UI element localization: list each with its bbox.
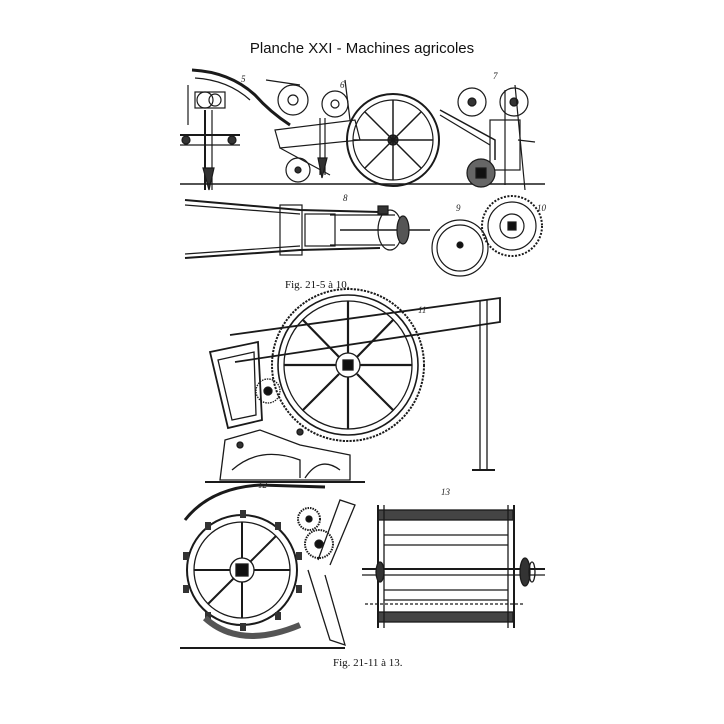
figure-6-drawing — [180, 79, 545, 187]
caption-figures-5-10: Fig. 21-5 à 10. — [285, 279, 350, 291]
figure-9-number: 9 — [456, 203, 461, 213]
figure-12-drawing — [180, 483, 356, 649]
figure-7-number: 7 — [493, 71, 498, 81]
figure-8-drawing — [184, 199, 430, 259]
figure-10-drawing — [481, 195, 543, 257]
figure-11-number: 11 — [418, 305, 426, 315]
figure-10-number: 10 — [537, 203, 547, 213]
figure-13-number: 13 — [441, 487, 451, 497]
figure-6-number: 6 — [340, 80, 345, 90]
figure-7-drawing — [439, 84, 536, 191]
figure-8-number: 8 — [343, 193, 348, 203]
figure-5-number: 5 — [241, 74, 246, 84]
figure-13-drawing — [362, 505, 545, 628]
figure-12-number: 12 — [258, 480, 268, 490]
figure-11-drawing — [205, 288, 501, 483]
figure-5-drawing — [180, 68, 291, 191]
caption-figures-11-13: Fig. 21-11 à 13. — [333, 657, 403, 669]
figure-9-drawing — [431, 219, 489, 277]
plate-title: Planche XXI - Machines agricoles — [249, 40, 475, 57]
